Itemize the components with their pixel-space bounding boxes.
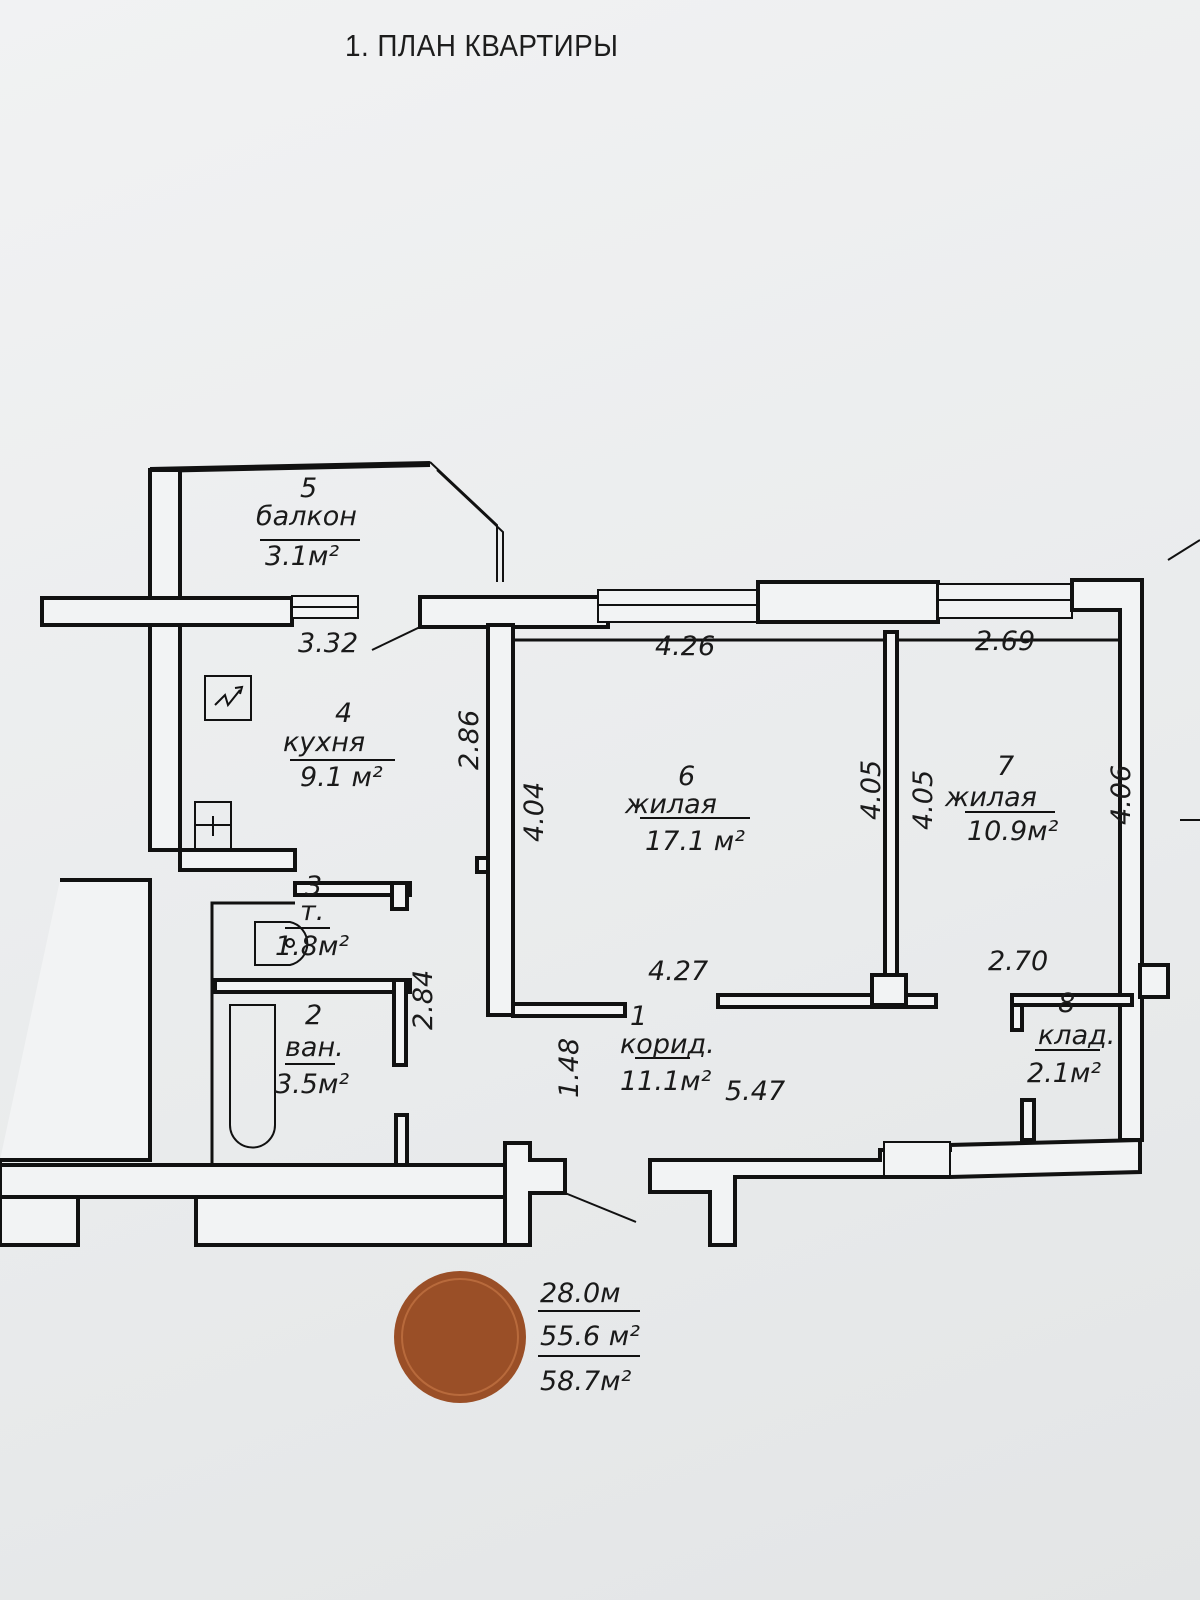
room-area: 9.1 м² — [300, 762, 383, 793]
dim-room6-bottom: 4.27 — [648, 956, 708, 987]
dim-bath-length: 2.84 — [408, 970, 439, 1030]
toilet-icon — [254, 921, 309, 966]
room-name: клад. — [1038, 1020, 1115, 1051]
dim-kitchen-width: 3.32 — [298, 628, 358, 659]
walls — [0, 461, 1200, 1247]
room-number: 2 — [305, 1000, 322, 1031]
room-name: жилая — [944, 782, 1037, 813]
coin-image — [394, 1271, 526, 1403]
coin — [394, 1271, 526, 1403]
total-living-area: 28.0м — [540, 1278, 621, 1309]
dimensions: 3.32 2.86 4.04 4.26 4.05 4.27 2.69 4.05 … — [298, 626, 1137, 1107]
room-bathroom: 2 ван. 3.5м² — [275, 1000, 349, 1100]
dim-room7-left: 4.05 — [908, 770, 939, 830]
stove-plus-icon — [195, 816, 231, 836]
dim-room6-right: 4.05 — [856, 760, 887, 820]
room-living-7: 7 жилая 10.9м² — [944, 751, 1058, 847]
room-name: жилая — [624, 789, 717, 820]
dim-room6-left: 4.04 — [519, 782, 550, 842]
totals: 28.0м 55.6 м² 58.7м² — [540, 1278, 640, 1397]
room-storage: 8 клад. 2.1м² — [1027, 988, 1115, 1089]
room-name: т. — [300, 896, 324, 927]
room-area: 11.1м² — [620, 1066, 711, 1097]
dim-kitchen-length: 2.86 — [454, 710, 485, 770]
room-number: 3 — [305, 871, 322, 902]
page-title: 1. ПЛАН КВАРТИРЫ — [345, 28, 619, 63]
total-area: 55.6 м² — [540, 1321, 640, 1352]
room-area: 1.8м² — [275, 931, 349, 962]
dim-room7-top: 2.69 — [975, 626, 1035, 657]
room-toilet: 3 т. 1.8м² — [275, 871, 349, 962]
bathtub-icon — [229, 1004, 276, 1149]
room-corridor: 1 корид. 11.1м² — [620, 1001, 715, 1097]
room-number: 4 — [335, 698, 352, 729]
room-number: 7 — [997, 751, 1014, 782]
room-area: 17.1 м² — [645, 826, 745, 857]
room-area: 2.1м² — [1027, 1058, 1101, 1089]
dim-room7-right: 4.06 — [1106, 765, 1137, 825]
room-kitchen: 4 кухня 9.1 м² — [283, 698, 383, 793]
room-number: 8 — [1058, 988, 1075, 1019]
room-area: 10.9м² — [967, 816, 1058, 847]
dim-room6-top: 4.26 — [655, 631, 715, 662]
room-name: балкон — [256, 501, 357, 532]
room-number: 1 — [630, 1001, 647, 1032]
room-number: 5 — [300, 473, 317, 504]
leader-lines — [260, 539, 1100, 1357]
total-with-balcony: 58.7м² — [540, 1366, 631, 1397]
gas-symbol-icon — [214, 685, 244, 708]
dim-corridor-length: 5.47 — [725, 1076, 785, 1107]
dim-room7-bottom: 2.70 — [988, 946, 1048, 977]
fixtures — [194, 675, 309, 1149]
gas-boiler-icon — [204, 675, 252, 721]
room-number: 6 — [678, 761, 695, 792]
toilet-drain-icon — [285, 938, 295, 948]
room-name: ван. — [285, 1032, 344, 1063]
room-area: 3.5м² — [275, 1069, 349, 1100]
room-name: кухня — [283, 727, 365, 758]
dim-corridor-width: 1.48 — [554, 1038, 585, 1098]
room-area: 3.1м² — [265, 541, 339, 572]
room-living-6: 6 жилая 17.1 м² — [624, 761, 745, 857]
room-name: корид. — [620, 1029, 715, 1060]
room-balcony: 5 балкон 3.1м² — [256, 473, 357, 572]
